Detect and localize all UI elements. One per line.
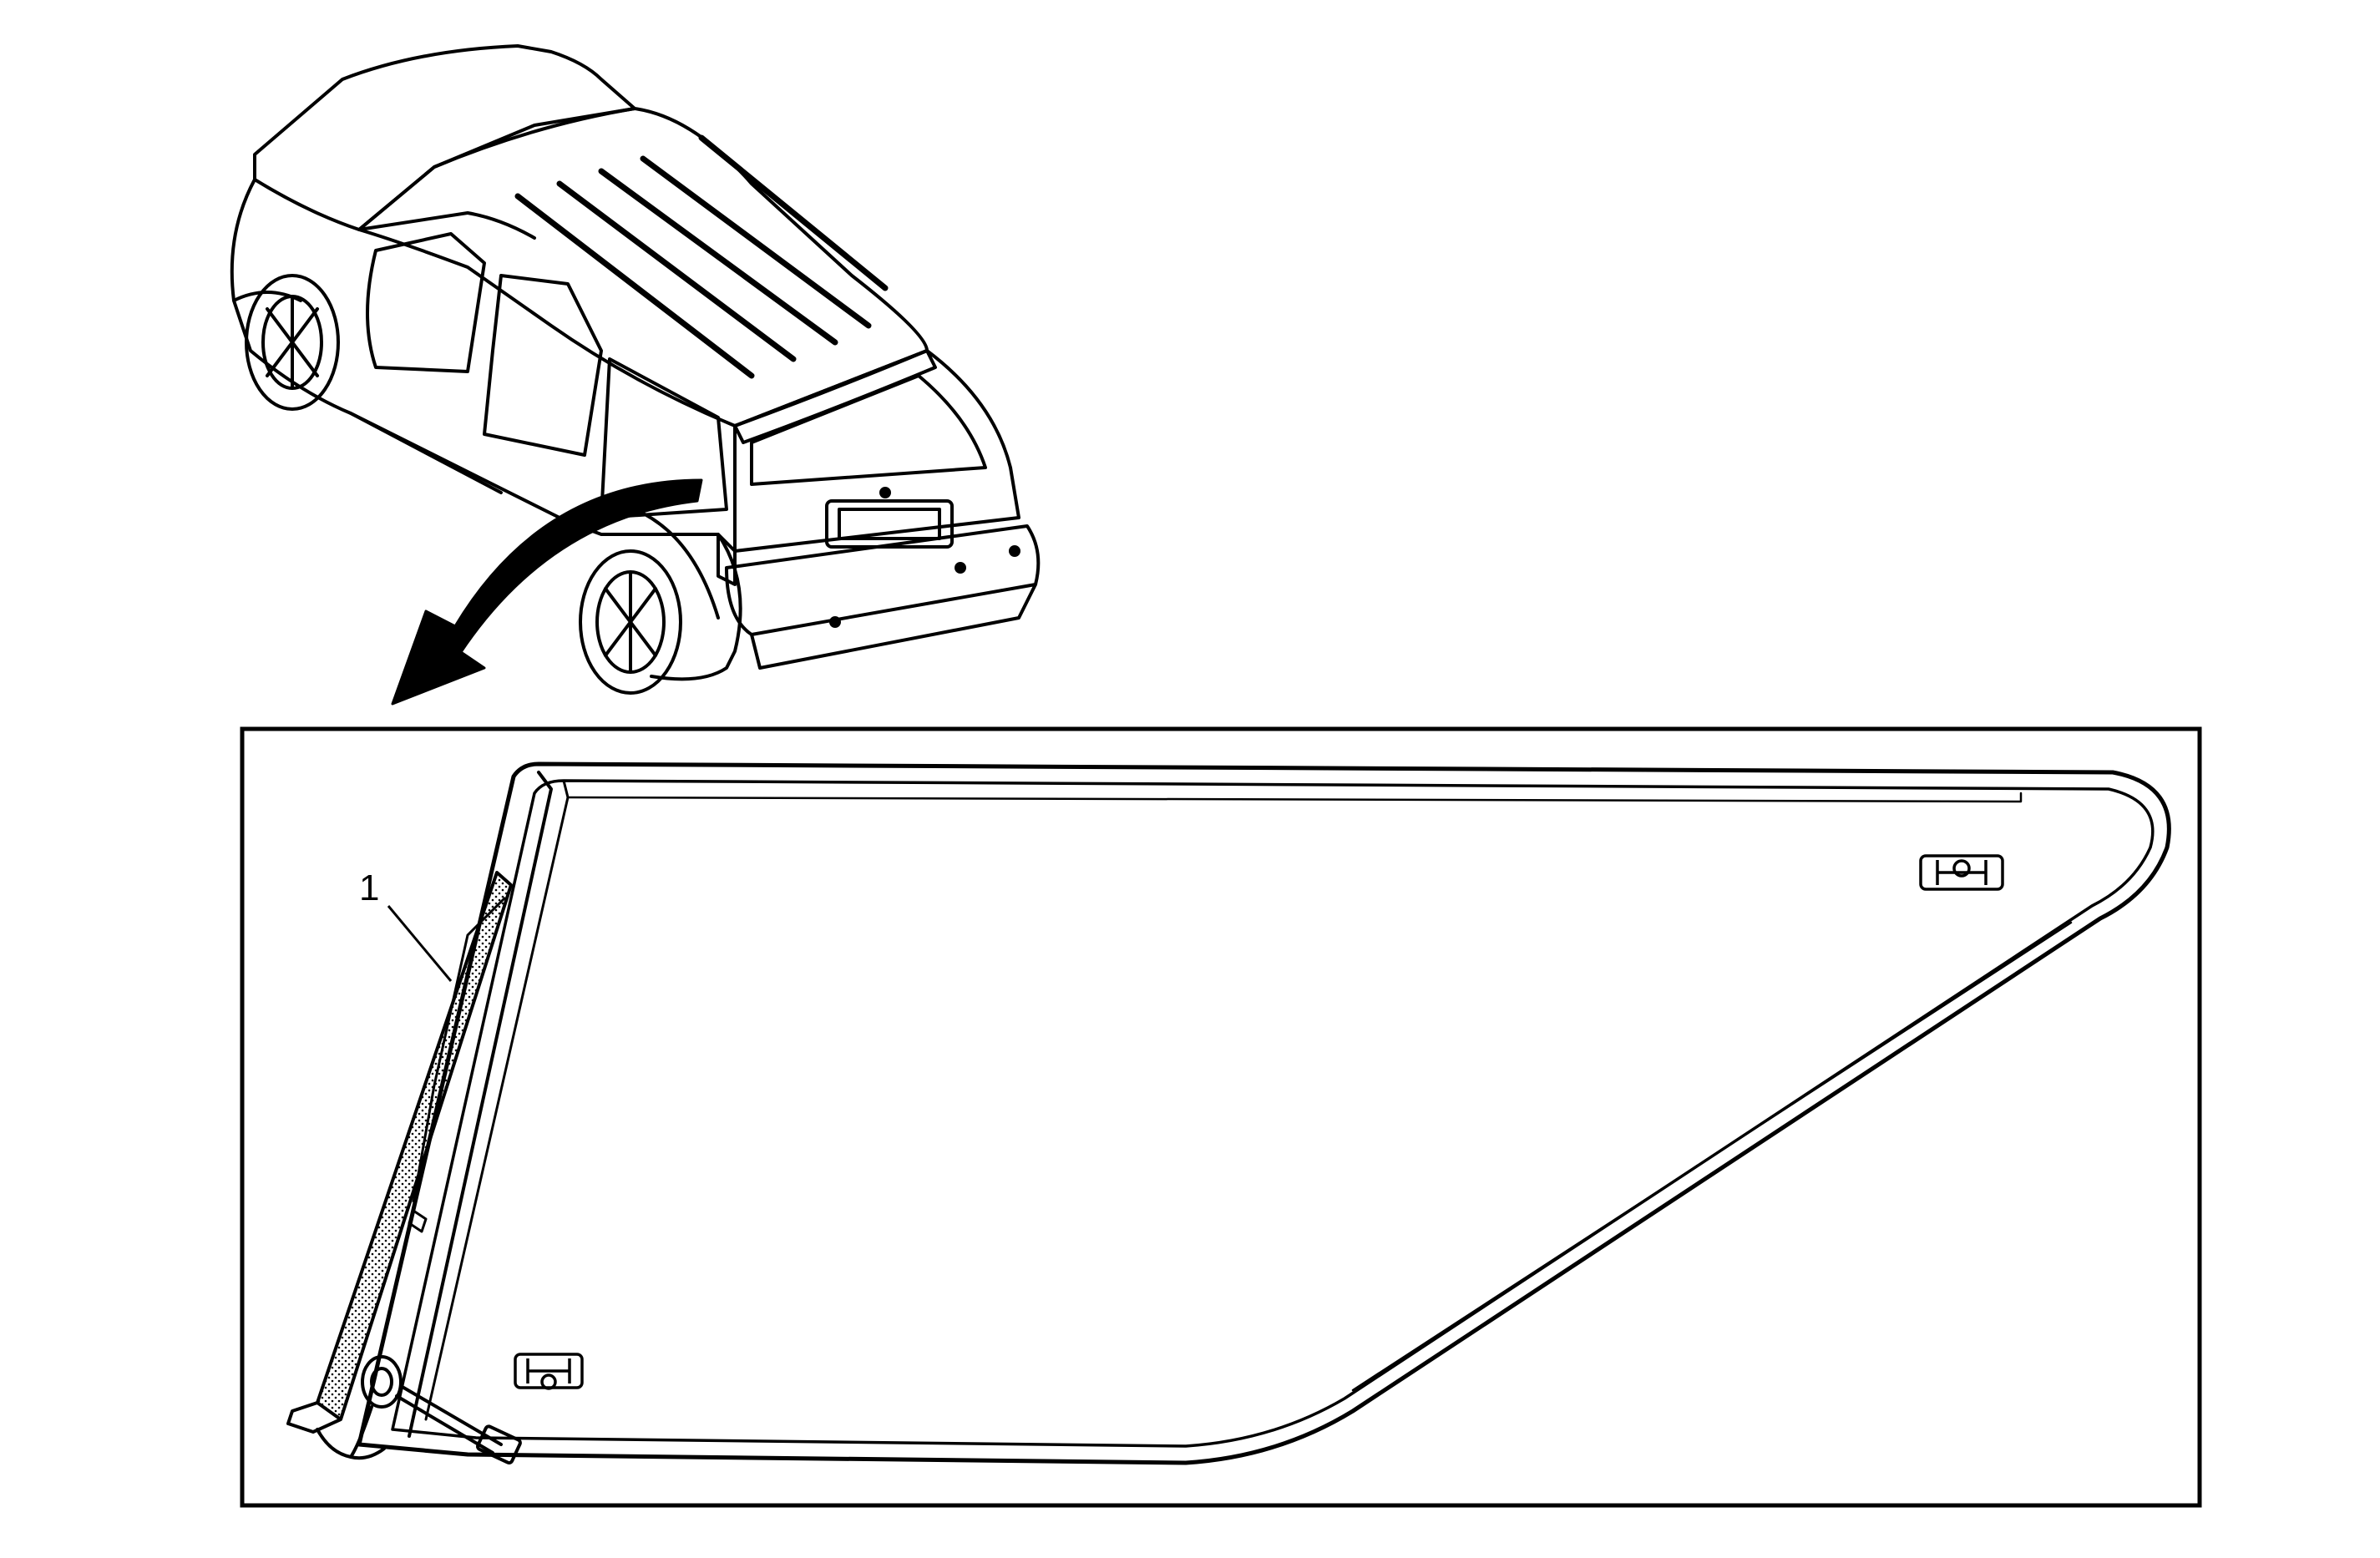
electrical-connector-icon xyxy=(316,1209,522,1464)
retainer-clip-lower xyxy=(514,1353,584,1390)
curved-arrow-icon xyxy=(391,478,703,706)
vehicle-rear-three-quarter-icon xyxy=(230,44,1041,695)
weatherstrip-seal xyxy=(286,871,513,1434)
detail-frame xyxy=(240,726,2202,1508)
retainer-clip-upper xyxy=(1919,854,2004,891)
callout-leader-line xyxy=(387,905,453,982)
quarter-window-glass-icon xyxy=(357,761,2171,1465)
callout-1: 1 xyxy=(359,868,453,982)
callout-label-1: 1 xyxy=(359,868,379,908)
